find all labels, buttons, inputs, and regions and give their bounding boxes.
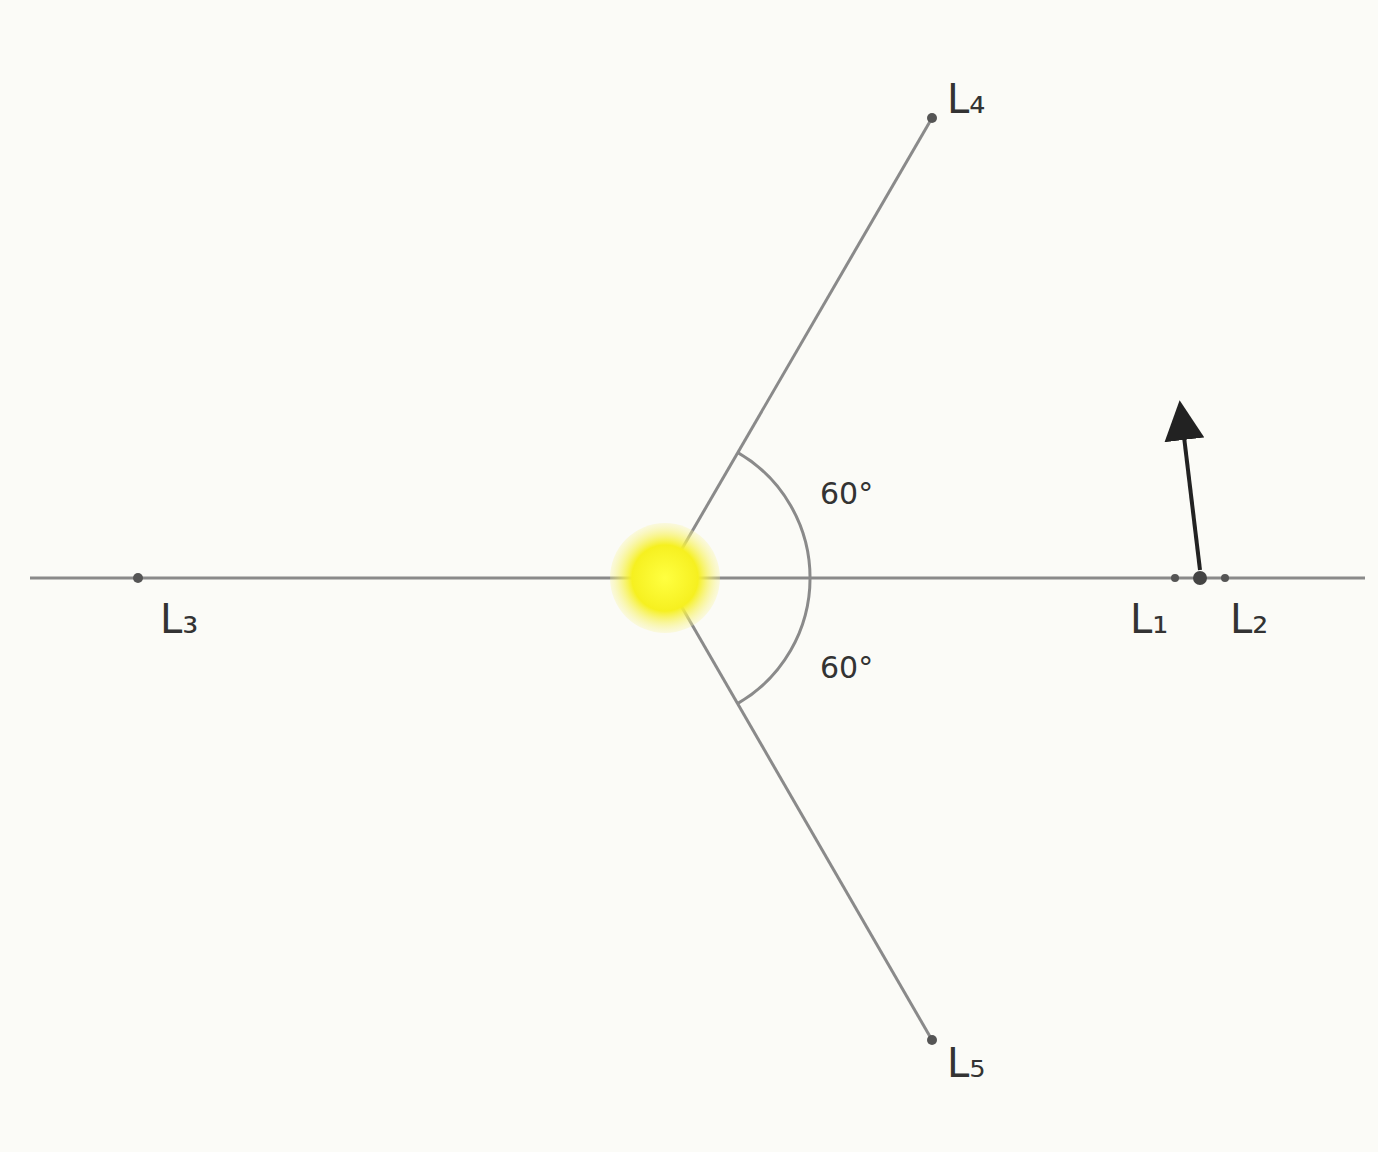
l4-line <box>665 118 932 578</box>
angle-arc <box>738 452 811 703</box>
l5-point <box>927 1035 937 1045</box>
l1-point <box>1171 574 1179 582</box>
point-label: L₅ <box>945 1042 987 1084</box>
l4-point <box>927 113 937 123</box>
angle-label: 60° <box>818 652 875 684</box>
point-label: L₂ <box>1228 598 1270 640</box>
l2-point <box>1221 574 1229 582</box>
angle-label: 60° <box>818 478 875 510</box>
earth <box>1193 571 1207 585</box>
point-label: L₃ <box>158 598 200 640</box>
point-label: L₄ <box>945 78 987 120</box>
l3-point <box>133 573 143 583</box>
sun <box>610 523 720 633</box>
point-label: L₁ <box>1128 598 1170 640</box>
motion-arrow <box>1182 420 1200 570</box>
l5-line <box>665 578 932 1040</box>
